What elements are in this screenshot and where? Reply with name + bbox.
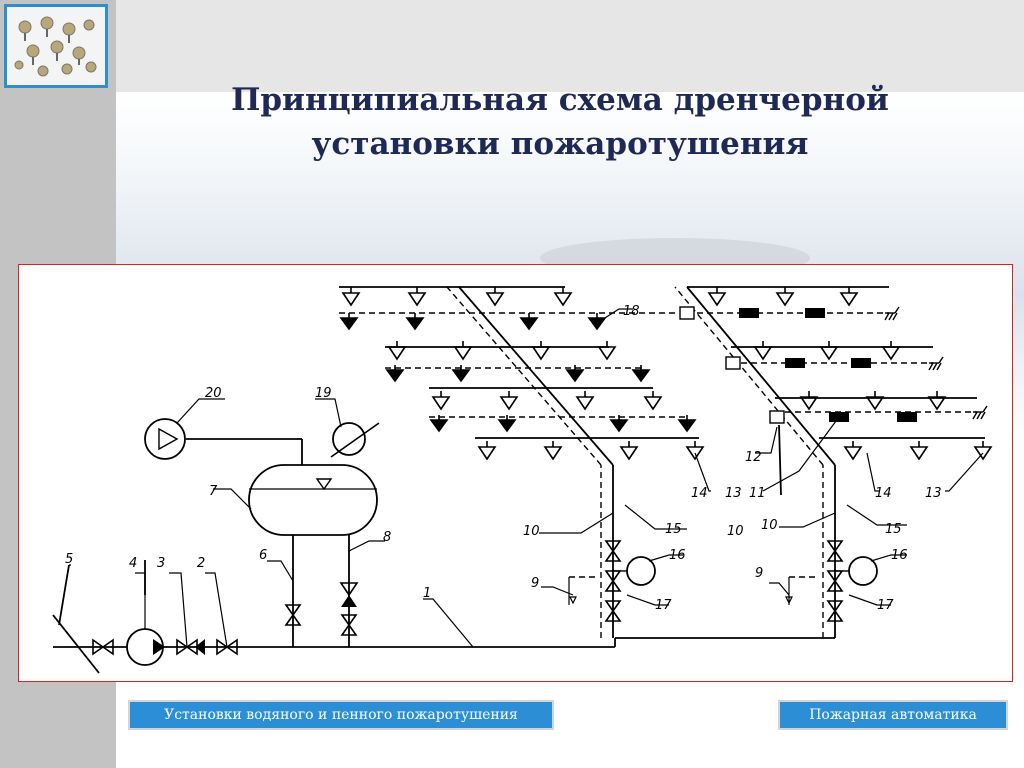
label-3: 3: [157, 556, 165, 571]
pipework: [52, 286, 985, 674]
compressor: [144, 418, 186, 460]
label-18: 18: [623, 304, 640, 319]
sprinkler-heads-icon: [14, 16, 97, 77]
label-8: 8: [383, 530, 391, 545]
page-title: Принципиальная схема дренчерной установк…: [190, 78, 930, 166]
label-7: 7: [209, 484, 218, 499]
label-12: 12: [745, 450, 762, 465]
callout-labels: 20 19 7 6 8 1 2 3 4 5 9 10 15 16 17 18 1…: [65, 304, 942, 613]
label-15-left: 15: [665, 522, 682, 537]
leader-lines: [69, 308, 984, 648]
right-sprinkler-array: [679, 286, 992, 460]
title-line-2: установки пожаротушения: [311, 126, 809, 162]
label-16-left: 16: [669, 548, 686, 563]
dashed-lines: [339, 286, 977, 638]
label-10-mid: 10: [727, 524, 744, 539]
diagram-canvas: 20 19 7 6 8 1 2 3 4 5 9 10 15 16 17 18 1…: [52, 286, 992, 674]
label-10-left: 10: [523, 524, 540, 539]
water-foam-systems-button[interactable]: Установки водяного и пенного пожаротушен…: [128, 700, 554, 730]
label-19: 19: [315, 386, 332, 401]
tank: [248, 464, 378, 536]
label-5: 5: [65, 552, 73, 567]
sprinkler-photo-logo: [4, 4, 108, 88]
label-16-right: 16: [891, 548, 908, 563]
deluge-system-diagram: 20 19 7 6 8 1 2 3 4 5 9 10 15 16 17 18 1…: [18, 264, 1013, 682]
label-13-right: 13: [925, 486, 942, 501]
label-11: 11: [749, 486, 766, 501]
label-1: 1: [423, 586, 431, 601]
fire-automation-button[interactable]: Пожарная автоматика: [778, 700, 1008, 730]
header-band: [116, 0, 1024, 92]
label-13-left: 13: [725, 486, 742, 501]
label-6: 6: [259, 548, 267, 563]
title-line-1: Принципиальная схема дренчерной: [231, 82, 889, 118]
label-9-left: 9: [531, 576, 539, 591]
label-14-left: 14: [691, 486, 708, 501]
label-4: 4: [129, 556, 137, 571]
pressure-gauge: [332, 422, 366, 456]
label-2: 2: [197, 556, 205, 571]
label-10-right: 10: [761, 518, 778, 533]
label-15-right: 15: [885, 522, 902, 537]
label-14-right: 14: [875, 486, 892, 501]
label-20: 20: [205, 386, 222, 401]
label-17-left: 17: [655, 598, 672, 613]
label-9-right: 9: [755, 566, 763, 581]
label-17-right: 17: [877, 598, 894, 613]
